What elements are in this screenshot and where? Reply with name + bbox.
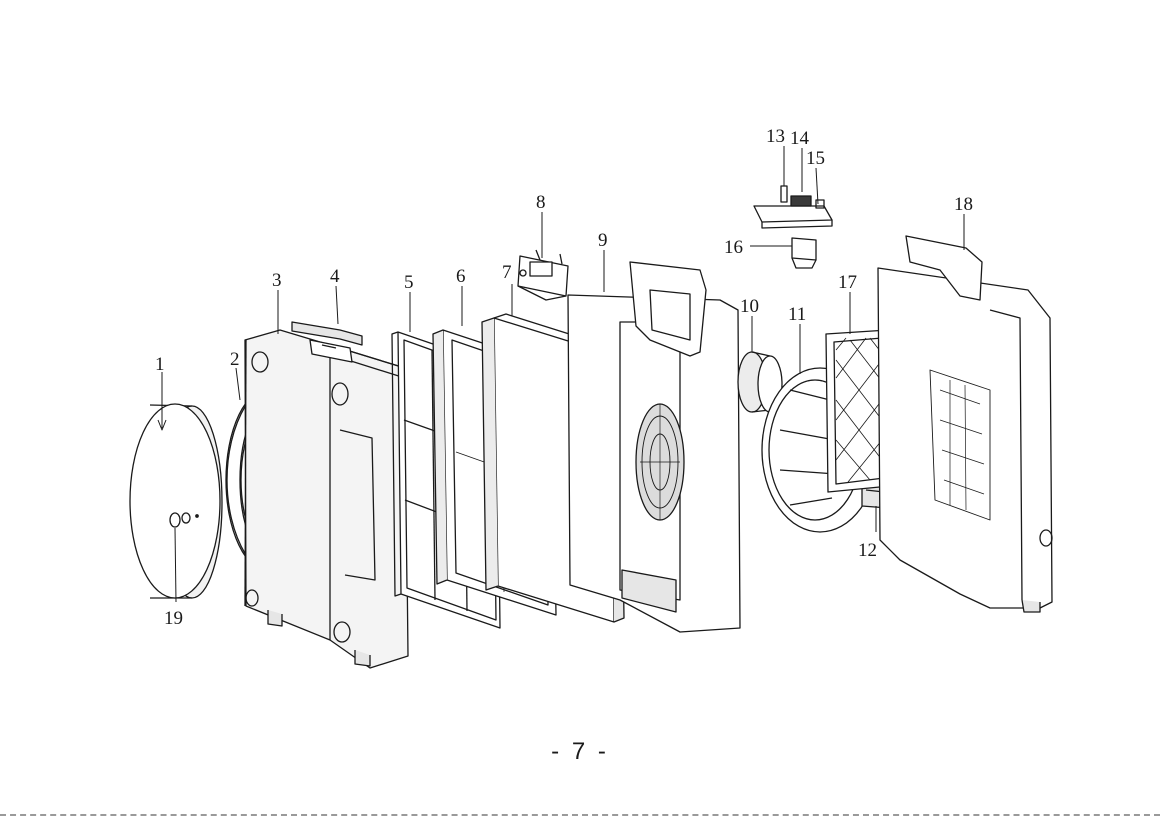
part-18-rear-housing	[878, 236, 1052, 612]
callout-15: 15	[806, 148, 825, 169]
callout-9: 9	[598, 230, 608, 251]
callout-18: 18	[954, 194, 973, 215]
callout-13: 13	[766, 126, 785, 147]
callout-2: 2	[230, 349, 240, 370]
callout-14: 14	[790, 128, 810, 149]
page-number: - 7 -	[0, 738, 1160, 766]
callout-1: 1	[155, 354, 165, 375]
callout-8: 8	[536, 192, 546, 213]
leader-15	[816, 168, 818, 204]
leader-2	[236, 368, 240, 400]
part-13-16-control-assembly	[754, 186, 832, 268]
callout-17: 17	[838, 272, 857, 293]
callout-6: 6	[456, 266, 466, 287]
callout-5: 5	[404, 272, 414, 293]
part-9-housing-frame	[568, 262, 740, 632]
callout-3: 3	[272, 270, 282, 291]
callout-7: 7	[502, 262, 512, 283]
callout-12: 12	[858, 540, 877, 561]
part-3-front-frame	[245, 330, 408, 668]
callout-16: 16	[724, 237, 743, 258]
callout-4: 4	[330, 266, 340, 287]
callout-11: 11	[788, 304, 806, 325]
leader-4	[336, 286, 338, 324]
page-bottom-rule	[0, 814, 1160, 816]
callout-10: 10	[740, 296, 759, 317]
callout-19: 19	[164, 608, 183, 629]
part-8-module	[518, 250, 568, 300]
